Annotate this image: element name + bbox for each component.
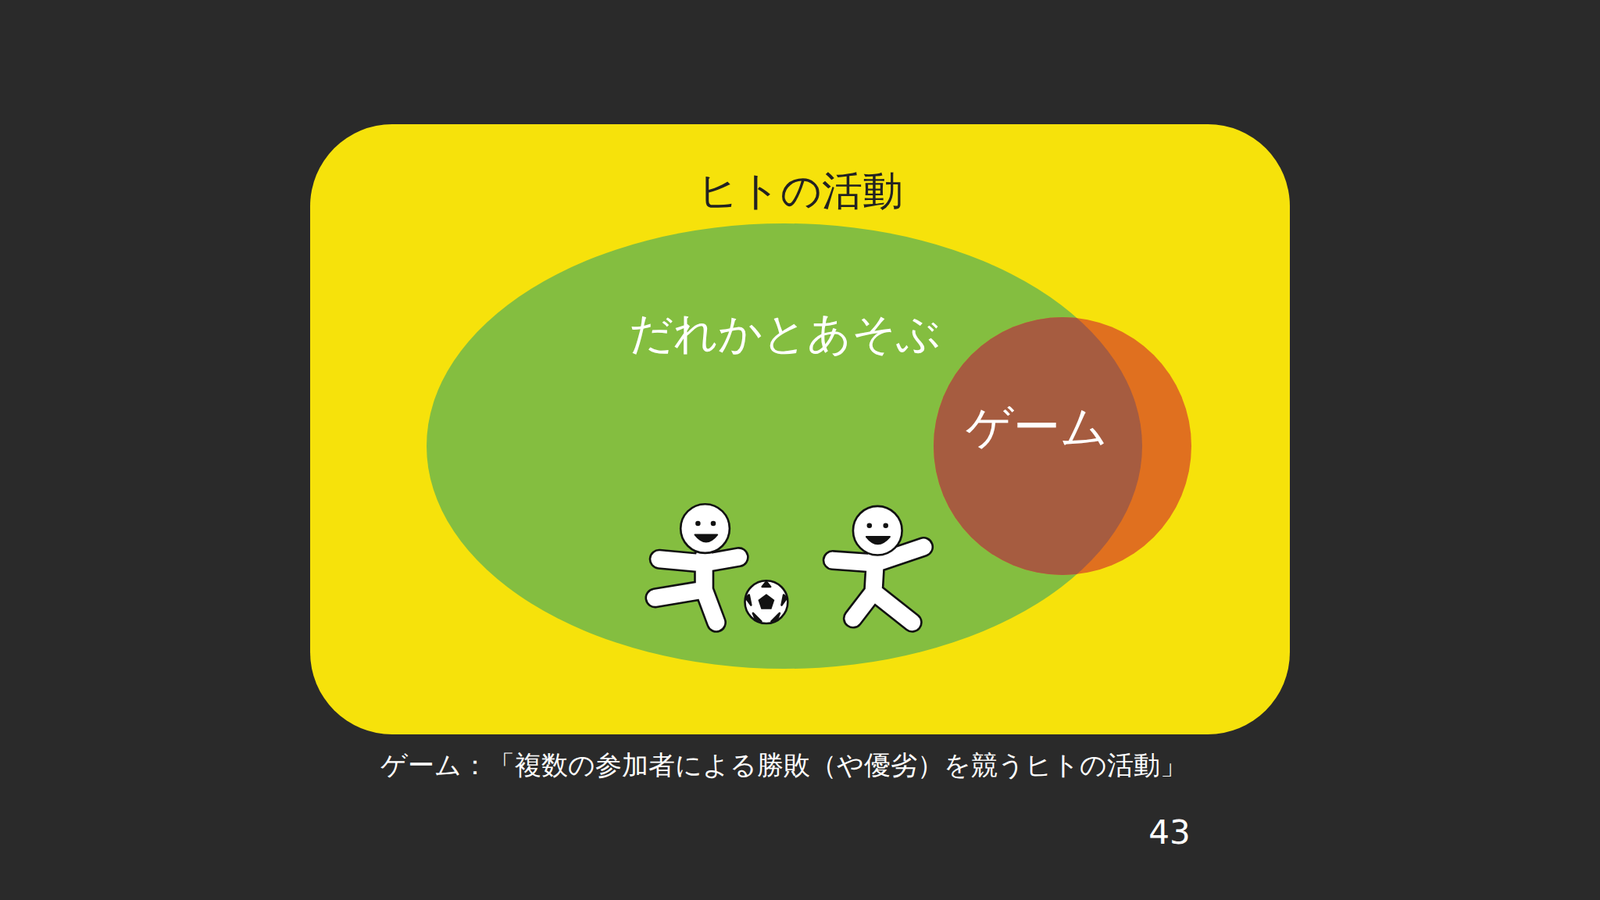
region-circle: ゲーム <box>933 317 1192 575</box>
region-label: ヒトの活動 <box>697 166 904 215</box>
rounded-rect <box>310 124 1290 735</box>
ellipse-shape <box>426 223 1143 669</box>
overlap-region <box>933 317 1192 575</box>
region-label: ゲーム <box>965 398 1108 455</box>
circle-shape <box>933 317 1192 575</box>
region-label: だれかとあそぶ <box>628 307 941 360</box>
page-number: 43 <box>1148 813 1190 853</box>
caption-text: ゲーム：「複数の参加者による勝敗（や優劣）を競うヒトの活動」 <box>380 749 1187 782</box>
region-box: ヒトの活動だれかとあそぶゲーム <box>310 124 1290 735</box>
